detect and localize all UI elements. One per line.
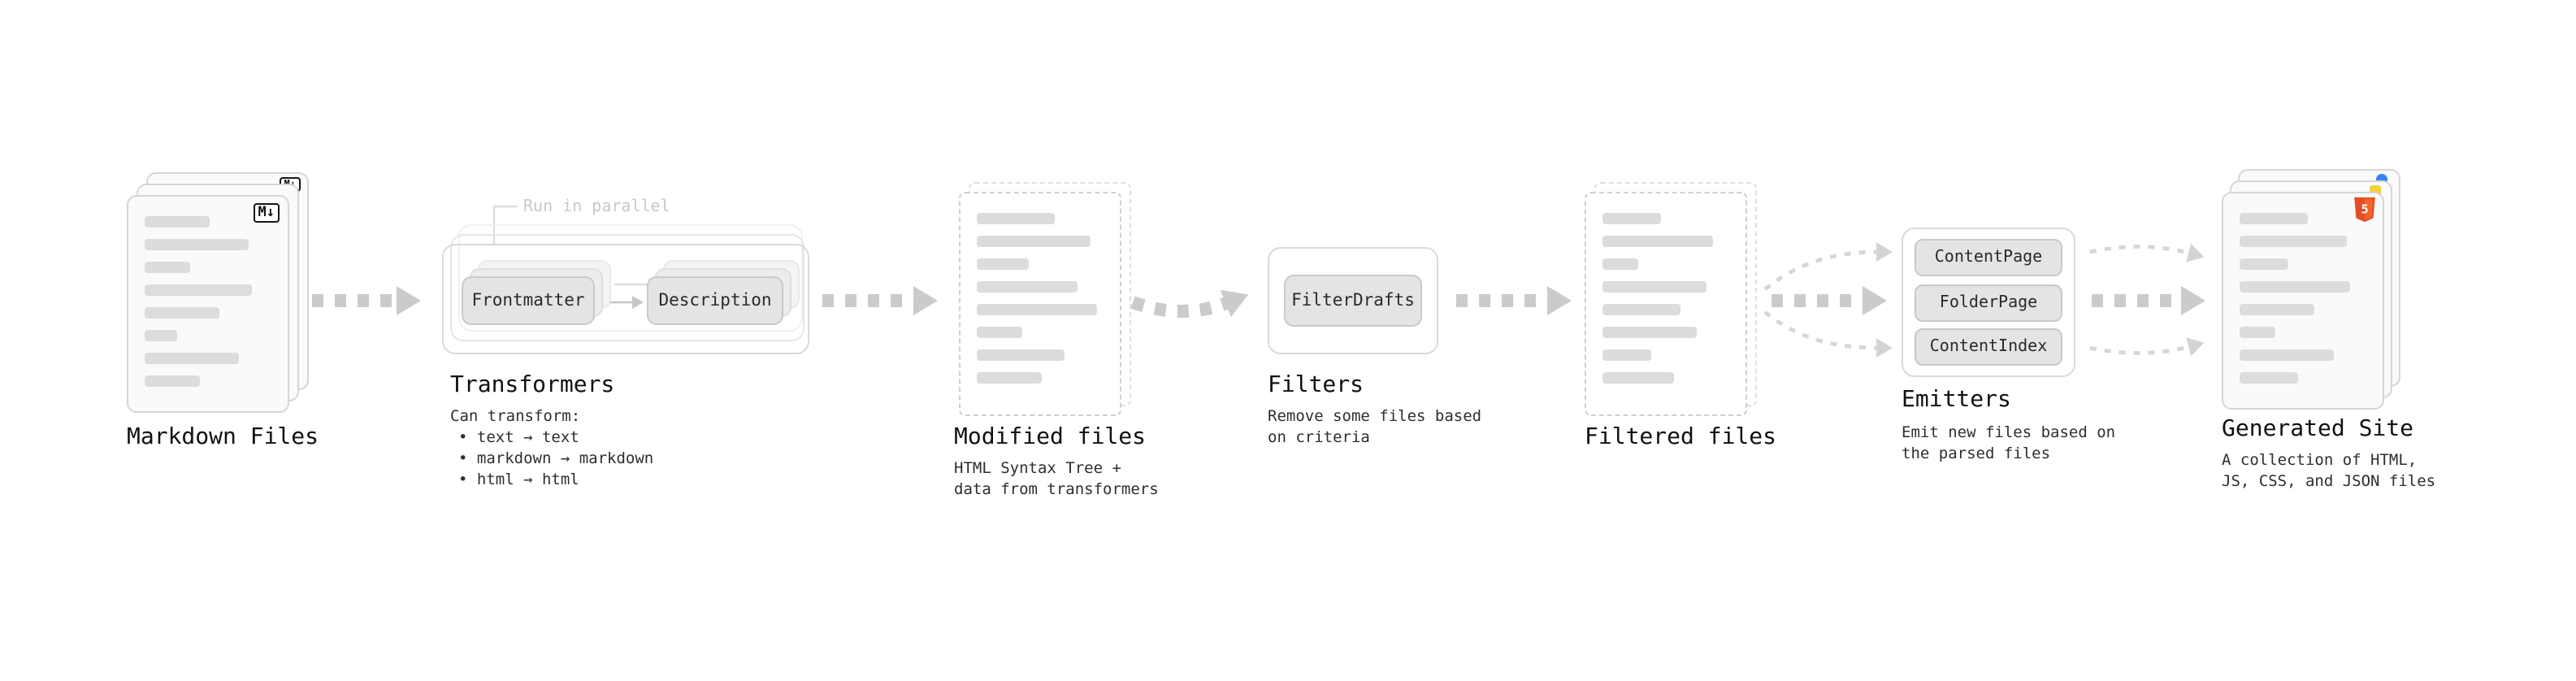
- transformers-group: Run in parallel Frontmatter Description …: [442, 198, 832, 523]
- filters-desc: Remove some files based on criteria: [1268, 408, 1482, 447]
- filterdrafts-node: FilterDrafts: [1284, 275, 1422, 327]
- text-line-placeholder: [145, 239, 249, 250]
- transformers-box: [442, 244, 809, 354]
- text-line-placeholder: [2240, 213, 2308, 224]
- text-line-placeholder: [977, 327, 1022, 338]
- site-file-card: 5: [2222, 192, 2384, 410]
- generated-site-group: 5 Generated Site A collection of HTML, J…: [2222, 169, 2465, 527]
- contentindex-node: ContentIndex: [1915, 328, 2062, 366]
- markdown-icon: M↓: [253, 203, 280, 223]
- text-line-placeholder: [977, 213, 1055, 224]
- text-line-placeholder: [145, 216, 210, 228]
- text-line-placeholder: [2240, 304, 2314, 315]
- html5-icon: 5: [2354, 197, 2375, 223]
- transformers-desc-item: • markdown → markdown: [458, 450, 654, 468]
- filters-group: FilterDrafts Filters Remove some files b…: [1268, 247, 1495, 507]
- text-line-placeholder: [145, 375, 200, 387]
- text-line-placeholder: [2240, 327, 2275, 338]
- text-line-placeholder: [977, 349, 1065, 361]
- markdown-files-label: Markdown Files: [127, 424, 319, 450]
- text-line-placeholder: [2240, 349, 2334, 361]
- filtered-files-label: Filtered files: [1585, 424, 1777, 450]
- text-line-placeholder: [977, 304, 1097, 315]
- filters-label: Filters: [1268, 372, 1364, 398]
- modified-file-card: [959, 192, 1121, 416]
- text-line-placeholder: [977, 372, 1042, 384]
- markdown-files-group: M↓ M↓ Markdown Files: [127, 172, 354, 497]
- text-line-placeholder: [145, 262, 190, 273]
- description-node: Description: [647, 276, 783, 325]
- emitters-desc: Emit new files based on the parsed files: [1902, 424, 2116, 463]
- transformers-label: Transformers: [450, 372, 615, 398]
- text-line-placeholder: [145, 307, 219, 319]
- folderpage-node: FolderPage: [1915, 284, 2062, 321]
- contentpage-node: ContentPage: [1915, 239, 2062, 276]
- text-line-placeholder: [1602, 349, 1651, 361]
- text-line-placeholder: [145, 330, 177, 341]
- text-line-placeholder: [1602, 327, 1697, 338]
- text-line-placeholder: [145, 353, 239, 364]
- text-line-placeholder: [2240, 258, 2288, 270]
- text-line-placeholder: [145, 284, 252, 296]
- modified-files-group: Modified files HTML Syntax Tree + data f…: [954, 182, 1203, 523]
- emitters-box: [1902, 228, 2075, 377]
- transformers-box-ghost-1: [450, 234, 804, 341]
- transformers-desc-item: • text → text: [458, 429, 579, 447]
- frontmatter-node: Frontmatter: [462, 276, 595, 325]
- run-in-parallel-note: Run in parallel: [523, 198, 670, 216]
- svg-text:5: 5: [2361, 202, 2368, 217]
- emitters-group: ContentPage FolderPage ContentIndex Emit…: [1902, 228, 2129, 504]
- text-line-placeholder: [977, 258, 1029, 270]
- generated-site-label: Generated Site: [2222, 416, 2414, 442]
- filtered-files-group: Filtered files: [1585, 182, 1828, 475]
- text-line-placeholder: [1602, 372, 1674, 384]
- markdown-file-card: M↓: [127, 195, 289, 413]
- transformers-desc-item: • html → html: [458, 471, 579, 489]
- modified-files-desc: HTML Syntax Tree + data from transformer…: [954, 460, 1159, 499]
- text-line-placeholder: [1602, 213, 1661, 224]
- transformers-box-ghost-2: [458, 224, 803, 332]
- filters-box: [1268, 247, 1438, 354]
- text-line-placeholder: [2240, 236, 2347, 247]
- text-line-placeholder: [1602, 258, 1638, 270]
- emitters-label: Emitters: [1902, 387, 2011, 413]
- text-line-placeholder: [1602, 304, 1680, 315]
- filtered-file-card: [1585, 192, 1747, 416]
- text-line-placeholder: [1602, 236, 1713, 247]
- text-line-placeholder: [1602, 281, 1706, 293]
- text-line-placeholder: [977, 281, 1078, 293]
- text-line-placeholder: [977, 236, 1091, 247]
- modified-files-label: Modified files: [954, 424, 1147, 450]
- text-line-placeholder: [2240, 372, 2298, 384]
- text-line-placeholder: [2240, 281, 2350, 293]
- generated-site-desc: A collection of HTML, JS, CSS, and JSON …: [2222, 452, 2436, 491]
- transformers-desc-title: Can transform:: [450, 408, 581, 426]
